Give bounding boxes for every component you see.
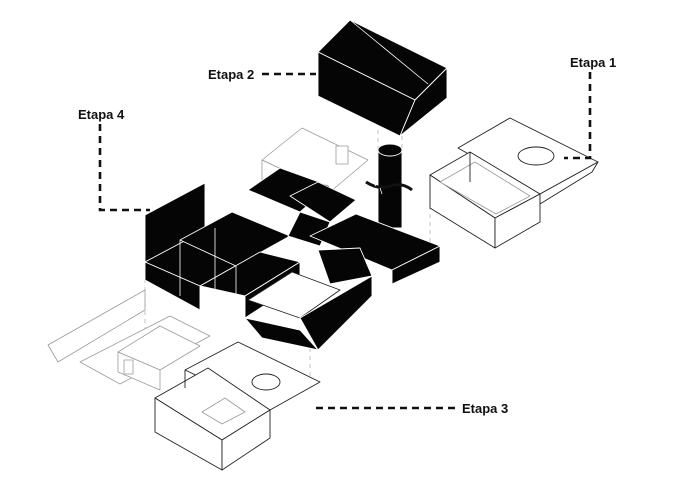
leader-stage-4: [98, 124, 150, 212]
stage-3-volume: [47, 289, 321, 471]
stage-4-volume: [144, 167, 441, 351]
leader-stage-1: [564, 72, 592, 160]
stage-2-roof-volume: [317, 19, 448, 137]
stage-1-volume: [429, 117, 599, 249]
label-stage-1: Etapa 1: [570, 55, 616, 70]
label-stage-2: Etapa 2: [208, 67, 254, 82]
leader-lines: [98, 72, 592, 410]
label-stage-3: Etapa 3: [462, 401, 508, 416]
label-stage-4: Etapa 4: [78, 107, 125, 122]
